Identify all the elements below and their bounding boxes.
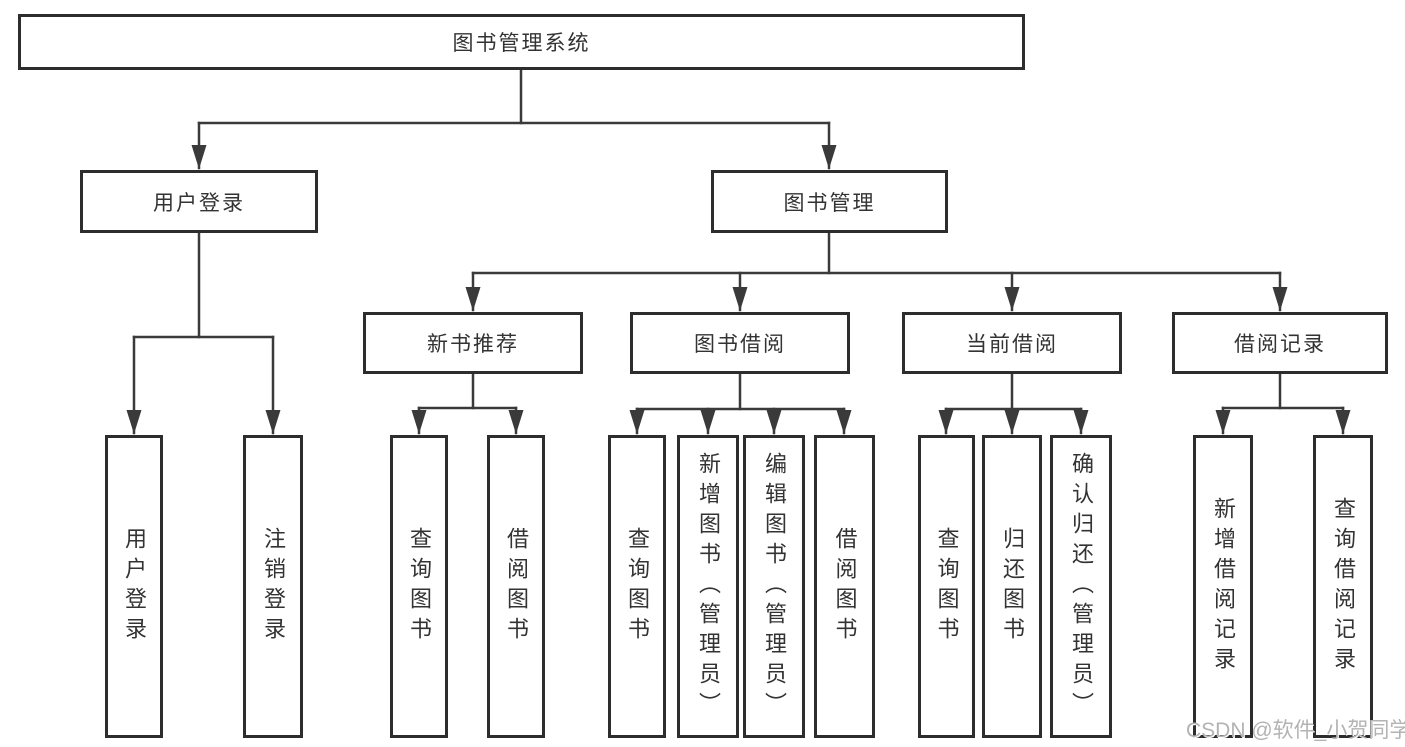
node-label: 借阅图书 bbox=[832, 526, 858, 647]
node-label: 图书借阅 bbox=[694, 333, 786, 356]
node-current-borrow: 当前借阅 bbox=[902, 312, 1122, 374]
node-label: 图书管理系统 bbox=[452, 32, 591, 55]
leaf-br-query-record: 查询借阅记录 bbox=[1313, 435, 1373, 738]
leaf-br-add-record: 新增借阅记录 bbox=[1193, 435, 1253, 738]
node-label: 用户登录 bbox=[122, 526, 147, 647]
node-book-borrow: 图书借阅 bbox=[630, 312, 850, 374]
node-label: 查询图书 bbox=[407, 526, 432, 647]
leaf-cb-confirm-return-admin: 确认归还（管理员） bbox=[1050, 435, 1112, 738]
node-label: 查询图书 bbox=[625, 526, 650, 647]
leaf-bb-edit-books-admin: 编辑图书（管理员） bbox=[743, 435, 805, 738]
node-label: 用户登录 bbox=[153, 191, 245, 215]
leaf-nb-borrow-books: 借阅图书 bbox=[487, 435, 545, 738]
node-label: 图书管理 bbox=[783, 191, 876, 215]
leaf-bb-query-books: 查询图书 bbox=[608, 435, 666, 738]
node-label: 新书推荐 bbox=[427, 333, 519, 356]
node-label: 查询借阅记录 bbox=[1331, 496, 1356, 677]
leaf-cb-return-books: 归还图书 bbox=[982, 435, 1042, 738]
node-label: 借阅图书 bbox=[504, 526, 529, 647]
leaf-bb-add-books-admin: 新增图书（管理员） bbox=[677, 435, 739, 738]
leaf-cb-query-books: 查询图书 bbox=[918, 435, 975, 738]
node-label: 当前借阅 bbox=[966, 333, 1058, 356]
csdn-watermark: CSDN @软件_小贺同学 bbox=[1186, 719, 1405, 742]
leaf-logout: 注销登录 bbox=[243, 435, 303, 738]
node-library-system-root: 图书管理系统 bbox=[18, 14, 1025, 70]
node-label: 确认归还（管理员） bbox=[1069, 451, 1094, 722]
node-label: 编辑图书（管理员） bbox=[762, 451, 787, 722]
node-label: 归还图书 bbox=[1000, 526, 1025, 647]
node-label: 注销登录 bbox=[261, 526, 286, 647]
node-user-login: 用户登录 bbox=[80, 170, 318, 233]
node-label: 借阅记录 bbox=[1234, 333, 1326, 356]
node-label: 新增借阅记录 bbox=[1211, 496, 1236, 677]
node-label: 查询图书 bbox=[934, 526, 960, 647]
leaf-user-login: 用户登录 bbox=[105, 435, 163, 738]
node-borrow-records: 借阅记录 bbox=[1172, 312, 1388, 374]
node-new-book-recommend: 新书推荐 bbox=[363, 312, 583, 374]
leaf-bb-borrow-books: 借阅图书 bbox=[814, 435, 875, 738]
node-book-management: 图书管理 bbox=[711, 170, 948, 233]
leaf-nb-query-books: 查询图书 bbox=[390, 435, 448, 738]
node-label: 新增图书（管理员） bbox=[696, 451, 721, 722]
